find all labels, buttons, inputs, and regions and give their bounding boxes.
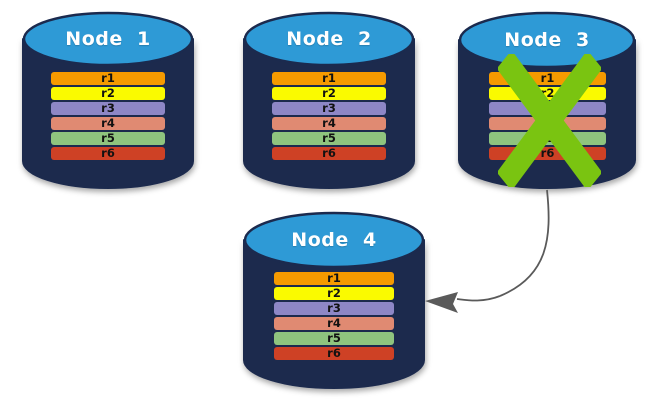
- cylinder-top-ellipse: [243, 211, 425, 269]
- data-row[interactable]: r1: [272, 72, 386, 85]
- data-row[interactable]: r1: [51, 72, 165, 85]
- data-row[interactable]: r6: [272, 147, 386, 160]
- data-row[interactable]: r6: [274, 347, 394, 360]
- data-row[interactable]: r4: [51, 117, 165, 130]
- arrow-curve: [499, 189, 550, 297]
- node-rows-1: r1 r2 r3 r4 r5 r6: [51, 72, 165, 160]
- node-rows-2: r1 r2 r3 r4 r5 r6: [272, 72, 386, 160]
- arrow-head-icon: [425, 292, 458, 313]
- arrow-curve-tail: [456, 295, 501, 302]
- data-row[interactable]: r3: [274, 302, 394, 315]
- cylinder-top-ellipse: [243, 11, 415, 67]
- node-rows-4: r1 r2 r3 r4 r5 r6: [274, 272, 394, 360]
- data-row[interactable]: r5: [272, 132, 386, 145]
- cylinder-top-ellipse: [22, 11, 194, 67]
- data-row[interactable]: r2: [272, 87, 386, 100]
- data-row[interactable]: r6: [51, 147, 165, 160]
- data-row[interactable]: r3: [51, 102, 165, 115]
- data-row[interactable]: r2: [274, 287, 394, 300]
- data-row[interactable]: r5: [274, 332, 394, 345]
- data-row[interactable]: r3: [272, 102, 386, 115]
- data-row[interactable]: r1: [274, 272, 394, 285]
- data-row[interactable]: r2: [51, 87, 165, 100]
- data-row[interactable]: r5: [51, 132, 165, 145]
- data-row[interactable]: r4: [272, 117, 386, 130]
- data-row[interactable]: r4: [274, 317, 394, 330]
